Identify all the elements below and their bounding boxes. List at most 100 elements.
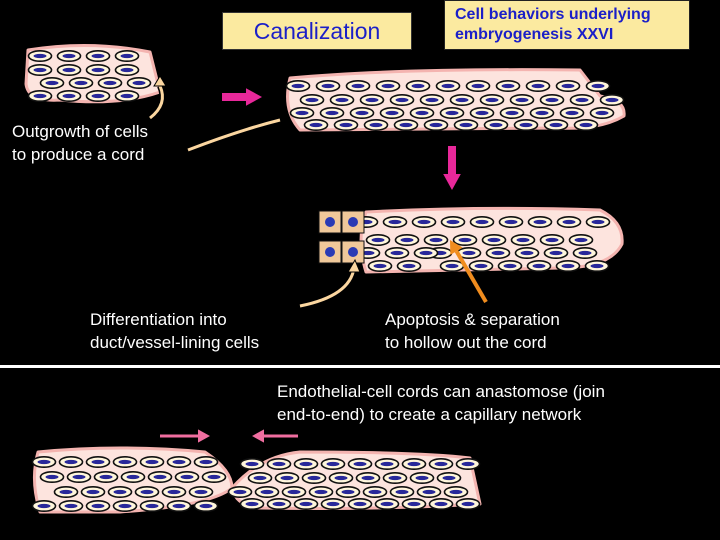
- cell-nucleus: [132, 80, 146, 86]
- cell-nucleus: [575, 97, 589, 103]
- cell-nucleus: [475, 110, 489, 116]
- cell-initial: [27, 64, 53, 77]
- cell-nucleus: [458, 237, 472, 243]
- cell-nucleus: [562, 219, 576, 225]
- outgrowth-label-line-1: Outgrowth of cells: [12, 122, 149, 141]
- cell-nucleus: [199, 459, 213, 465]
- cell-initial: [56, 90, 82, 103]
- cell-nucleus: [326, 501, 340, 507]
- cell-nucleus: [369, 122, 383, 128]
- arrow-join-left: [252, 429, 298, 443]
- cell-right-join: [443, 485, 469, 498]
- cell-hollowing-top: [452, 234, 478, 247]
- cell-nucleus: [385, 110, 399, 116]
- cell-right-join: [401, 457, 427, 470]
- cell-nucleus: [145, 459, 159, 465]
- cell-nucleus: [549, 250, 563, 256]
- cell-elongated: [585, 80, 611, 93]
- cell-nucleus: [535, 110, 549, 116]
- cell-nucleus: [400, 237, 414, 243]
- cell-elongated: [559, 107, 585, 120]
- cell-right-join: [335, 485, 361, 498]
- cell-right-join: [293, 457, 319, 470]
- cell-nucleus: [503, 263, 517, 269]
- lining-cell-nucleus: [348, 247, 358, 257]
- arrow-head: [443, 174, 461, 190]
- cell-nucleus: [309, 122, 323, 128]
- cell-nucleus: [399, 122, 413, 128]
- cell-elongated: [333, 119, 359, 132]
- cell-nucleus: [545, 97, 559, 103]
- apoptosis-label-line-1: Apoptosis & separation: [385, 310, 560, 329]
- cell-initial: [85, 90, 111, 103]
- cell-initial: [56, 49, 82, 62]
- cell-nucleus: [434, 461, 448, 467]
- cell-nucleus: [62, 53, 76, 59]
- tissue-layer: [24, 43, 626, 514]
- cell-nucleus: [531, 83, 545, 89]
- pointer-differentiation-head: [347, 258, 361, 273]
- cell-nucleus: [419, 250, 433, 256]
- apoptosis-label-line-2: to hollow out the cord: [385, 333, 547, 352]
- cell-hollowing-bottom: [485, 247, 511, 260]
- cell-right-join: [281, 485, 307, 498]
- cell-hollowing-left: [413, 247, 439, 260]
- outgrowth-label-line-2: to produce a cord: [12, 145, 145, 164]
- cell-nucleus: [245, 461, 259, 467]
- cell-nucleus: [194, 489, 208, 495]
- cell-elongated: [555, 80, 581, 93]
- cell-nucleus: [515, 97, 529, 103]
- cell-elongated: [419, 94, 445, 107]
- cell-nucleus: [99, 474, 113, 480]
- cell-hollowing-top: [365, 234, 391, 247]
- cell-nucleus: [461, 461, 475, 467]
- cell-elongated: [573, 119, 599, 132]
- cell-nucleus: [475, 219, 489, 225]
- cell-nucleus: [532, 263, 546, 269]
- cell-left-join: [31, 455, 57, 468]
- cell-right-join: [266, 497, 292, 510]
- cell-right-join: [320, 457, 346, 470]
- cell-nucleus: [45, 80, 59, 86]
- cell-nucleus: [574, 237, 588, 243]
- arrow-right-magenta: [222, 88, 262, 106]
- title-box: Canalization: [222, 12, 412, 50]
- pointer-outgrowth: [187, 118, 281, 152]
- cell-elongated: [435, 80, 461, 93]
- cell-right-join: [301, 471, 327, 484]
- cell-nucleus: [260, 489, 274, 495]
- cell-nucleus: [501, 83, 515, 89]
- cell-nucleus: [442, 475, 456, 481]
- arrow-orange-apoptosis: [450, 240, 488, 304]
- cell-nucleus: [561, 83, 575, 89]
- cell-left-join: [161, 485, 187, 498]
- cell-nucleus: [33, 53, 47, 59]
- cell-right-join: [382, 471, 408, 484]
- cell-nucleus: [233, 489, 247, 495]
- cell-initial: [114, 64, 140, 77]
- cell-hollowing-top: [469, 216, 495, 229]
- cell-elongated: [495, 80, 521, 93]
- cell-elongated: [465, 80, 491, 93]
- cell-nucleus: [341, 489, 355, 495]
- cell-nucleus: [520, 250, 534, 256]
- cell-nucleus: [380, 461, 394, 467]
- cell-nucleus: [407, 501, 421, 507]
- cell-elongated: [509, 94, 535, 107]
- cell-left-join: [120, 470, 146, 483]
- cell-left-join: [107, 485, 133, 498]
- cell-nucleus: [335, 97, 349, 103]
- cell-elongated: [543, 119, 569, 132]
- cell-elongated: [315, 80, 341, 93]
- cell-nucleus: [371, 237, 385, 243]
- cell-nucleus: [549, 122, 563, 128]
- cell-nucleus: [62, 93, 76, 99]
- cell-right-join: [347, 497, 373, 510]
- cell-nucleus: [395, 489, 409, 495]
- cell-nucleus: [118, 503, 132, 509]
- cell-nucleus: [505, 110, 519, 116]
- cell-left-join: [166, 499, 192, 512]
- cell-nucleus: [365, 97, 379, 103]
- cell-nucleus: [153, 474, 167, 480]
- cell-right-join: [389, 485, 415, 498]
